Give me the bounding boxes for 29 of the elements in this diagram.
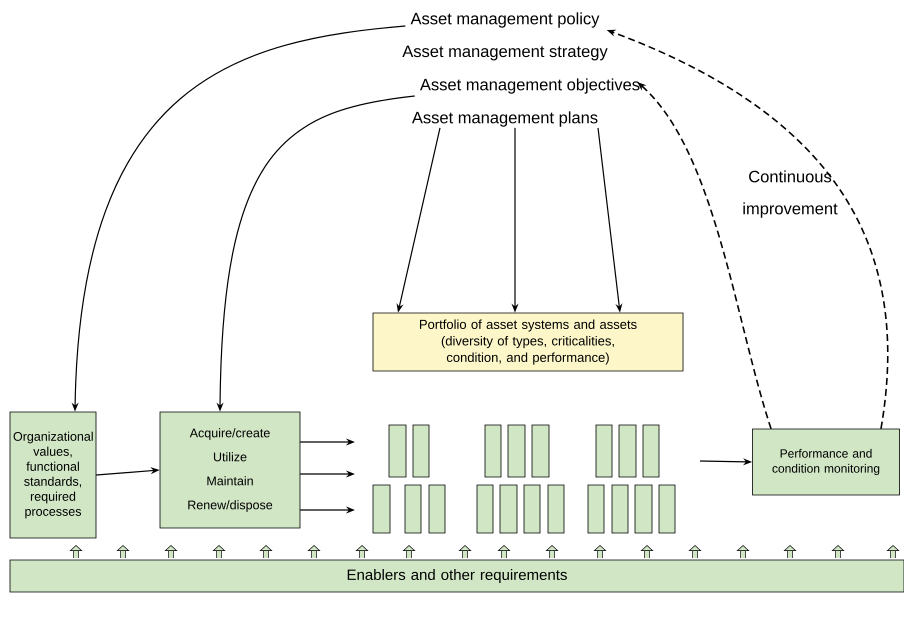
heading-text: Asset management plans [412, 111, 598, 127]
asset-bar [508, 424, 526, 478]
asset-bar [428, 484, 446, 534]
asset-bar [484, 424, 502, 478]
asset-bar [500, 484, 518, 534]
asset-bar [618, 424, 636, 478]
asset-bar [588, 484, 604, 534]
heading-text: Asset management strategy [402, 46, 608, 60]
asset-bar [642, 424, 660, 478]
note-text: Continuous improvement [743, 170, 838, 218]
asset-bar [476, 484, 494, 534]
heading-text: Asset management objectives [420, 78, 640, 94]
portfolio-box: Portfolio of asset systems and assets (diversity of types, criticalities, condition, and performance) [372, 312, 684, 372]
asset-bar [412, 424, 430, 478]
asset-bar [612, 484, 628, 534]
asset-bar [596, 424, 612, 478]
process-box: Enablers and other requirements [10, 560, 904, 592]
process-box: Performance and condition monitoring [752, 428, 900, 496]
process-box: Acquire/create Utilize Maintain Renew/dispose [160, 412, 300, 528]
asset-bar [404, 484, 422, 534]
asset-bar [524, 484, 540, 534]
asset-bar [634, 484, 652, 534]
asset-bar [532, 424, 550, 478]
asset-bar [658, 484, 676, 534]
heading-text: Asset management policy [410, 12, 600, 28]
asset-bar [372, 484, 390, 534]
asset-bar [388, 424, 406, 478]
asset-bar [548, 484, 564, 534]
process-box: Organizational values, functional standards, required processes [10, 412, 96, 538]
